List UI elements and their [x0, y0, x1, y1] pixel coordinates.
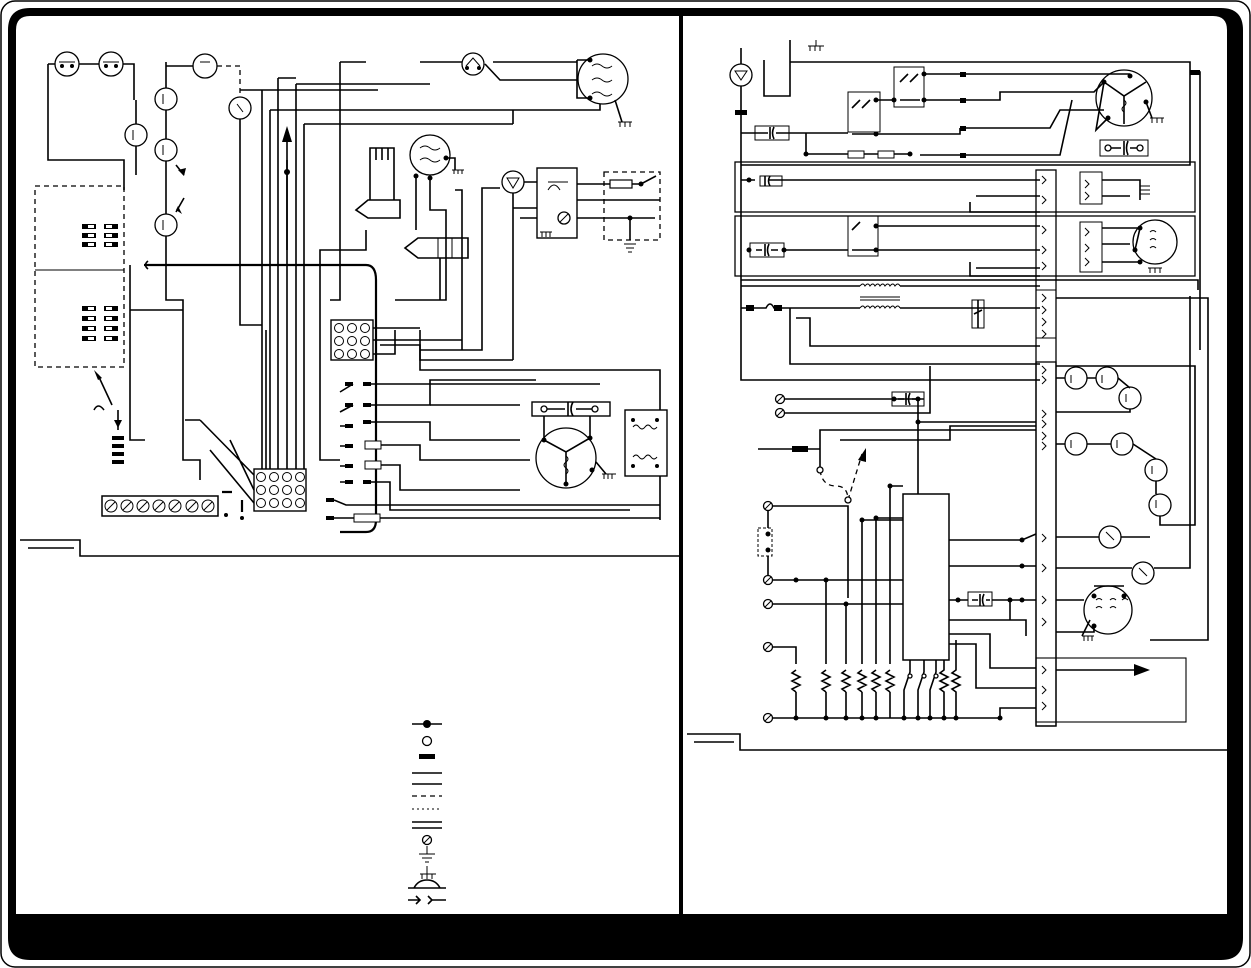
ground-icon	[419, 846, 435, 863]
gas-valve-motor-icon	[395, 134, 469, 350]
inducer-motor-icon	[513, 53, 632, 127]
control-module-box	[34, 185, 125, 406]
upper-harness-wires	[239, 61, 530, 326]
junction-dot-icon	[412, 720, 442, 728]
double-line-icon	[412, 821, 442, 829]
limit-switch-column-icon	[124, 53, 252, 480]
igniter-icon	[319, 147, 401, 461]
plug-receptacle-icon	[408, 895, 446, 905]
legend	[408, 720, 446, 905]
left-connection-diagram	[20, 51, 679, 905]
thermostat-terminals	[757, 366, 1036, 724]
igniter-row	[741, 171, 1150, 213]
blower-motor-right-icon	[1056, 585, 1133, 641]
run-capacitor-icon	[531, 401, 611, 417]
transformer-row	[741, 283, 1209, 641]
transformer-icon	[624, 409, 668, 477]
fuse-icon	[408, 879, 446, 889]
board-terminal-strip	[1035, 169, 1057, 727]
screw-terminal-icon	[421, 834, 433, 846]
nine-pin-connector-icon	[330, 319, 513, 361]
limit-switches-right	[1056, 296, 1196, 585]
control-board-ic	[902, 493, 1037, 689]
gas-valve-row	[746, 215, 1178, 277]
blower-motor-icon	[535, 416, 616, 489]
line-voltage-rails	[729, 40, 1201, 381]
terminal-circle-icon	[421, 735, 433, 747]
plug-connector-icon	[419, 754, 435, 759]
dip-switch-small-icon	[93, 405, 124, 464]
left-title-line	[20, 539, 679, 557]
pressure-switch-icon	[461, 52, 530, 81]
capacitor-top-left-icon	[741, 125, 913, 159]
terminal-strip-icon[interactable]	[101, 490, 244, 520]
output-arrow-icon	[1035, 657, 1187, 723]
arrow-up-icon	[282, 126, 292, 250]
chassis-ground-icon	[420, 866, 436, 879]
twelve-pin-connector-icon	[129, 78, 307, 512]
relay-contacts-top	[847, 66, 966, 158]
dip-switches-upper-icon	[82, 224, 118, 247]
right-ladder-diagram	[687, 40, 1227, 751]
rollout-switch-pair-icon	[47, 51, 135, 190]
inducer-motor-right-icon	[966, 69, 1164, 157]
flame-rollout-icon	[420, 167, 578, 360]
door-switch-box	[577, 171, 661, 253]
dip-switches-lower-icon	[82, 306, 118, 341]
main-harness	[144, 263, 378, 534]
